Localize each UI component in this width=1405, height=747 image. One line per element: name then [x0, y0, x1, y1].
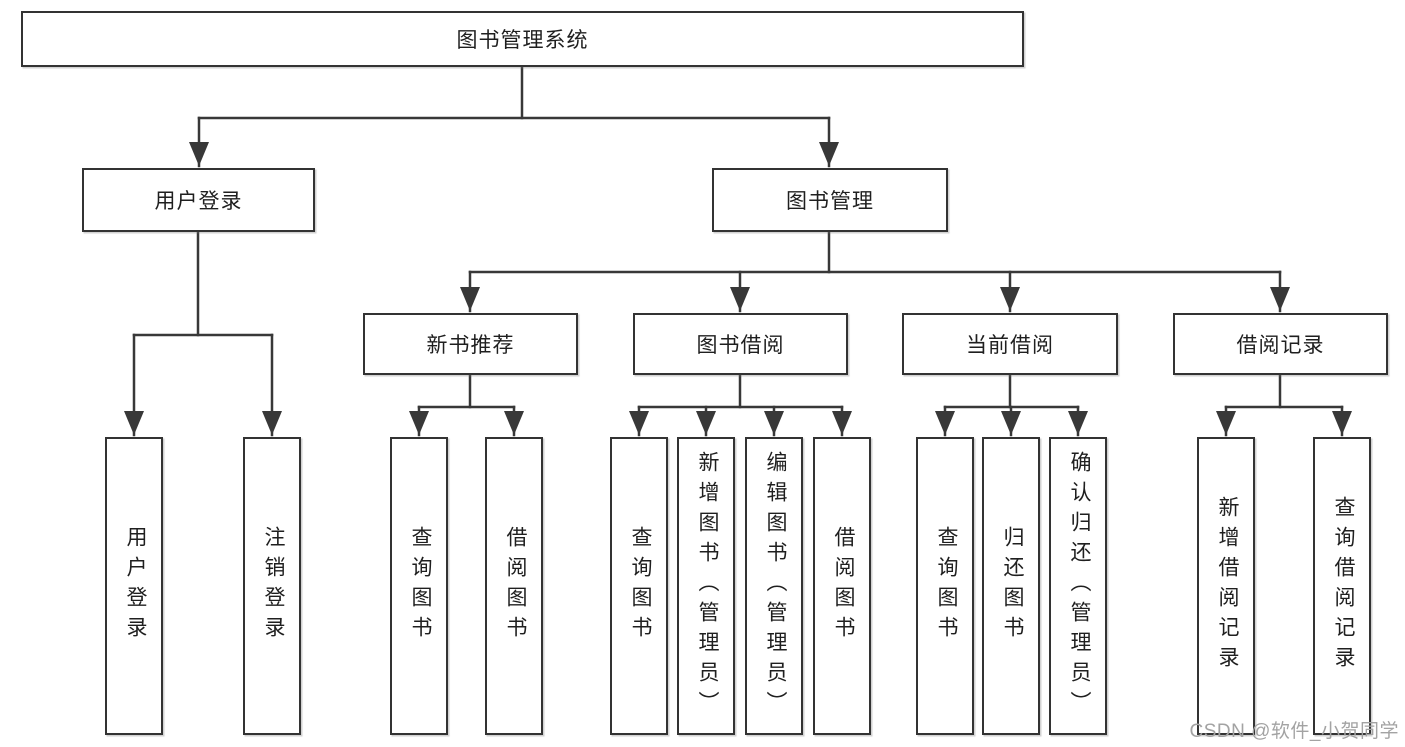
leaf-query-borrow-record: 查询借阅记录: [1313, 437, 1371, 735]
leaf-return-book: 归还图书: [982, 437, 1040, 735]
borrow-records-group-connectors: [1216, 373, 1352, 437]
leaf-query-books-recommend: 查询图书: [390, 437, 448, 735]
leaf-logout: 注销登录: [243, 437, 301, 735]
leaf-query-books-borrowing: 查询图书: [610, 437, 668, 735]
book-mgmt-to-level2-connectors: [460, 230, 1290, 313]
book-borrow-group-connectors: [629, 373, 852, 437]
leaf-user-login: 用户登录: [105, 437, 163, 735]
new-book-rec-group-connectors: [409, 373, 524, 437]
leaf-borrow-books-recommend: 借阅图书: [485, 437, 543, 735]
leaf-edit-book-admin: 编辑图书（管理员）: [745, 437, 803, 735]
node-book-management: 图书管理: [712, 168, 948, 232]
node-current-borrowing: 当前借阅: [902, 313, 1118, 375]
leaf-add-borrow-record: 新增借阅记录: [1197, 437, 1255, 735]
node-user-login: 用户登录: [82, 168, 315, 232]
leaf-query-books-current: 查询图书: [916, 437, 974, 735]
leaf-confirm-return-admin: 确认归还（管理员）: [1049, 437, 1107, 735]
root-to-level1-connectors: [189, 65, 839, 168]
user-login-group-connectors: [124, 230, 282, 437]
leaf-borrow-books-borrowing: 借阅图书: [813, 437, 871, 735]
node-book-borrowing: 图书借阅: [633, 313, 848, 375]
node-new-book-recommendation: 新书推荐: [363, 313, 578, 375]
current-borrow-group-connectors: [935, 373, 1088, 437]
leaf-add-book-admin: 新增图书（管理员）: [677, 437, 735, 735]
csdn-watermark: CSDN @软件_小贺同学: [1189, 721, 1399, 742]
node-borrowing-records: 借阅记录: [1173, 313, 1388, 375]
node-root-system: 图书管理系统: [21, 11, 1024, 67]
